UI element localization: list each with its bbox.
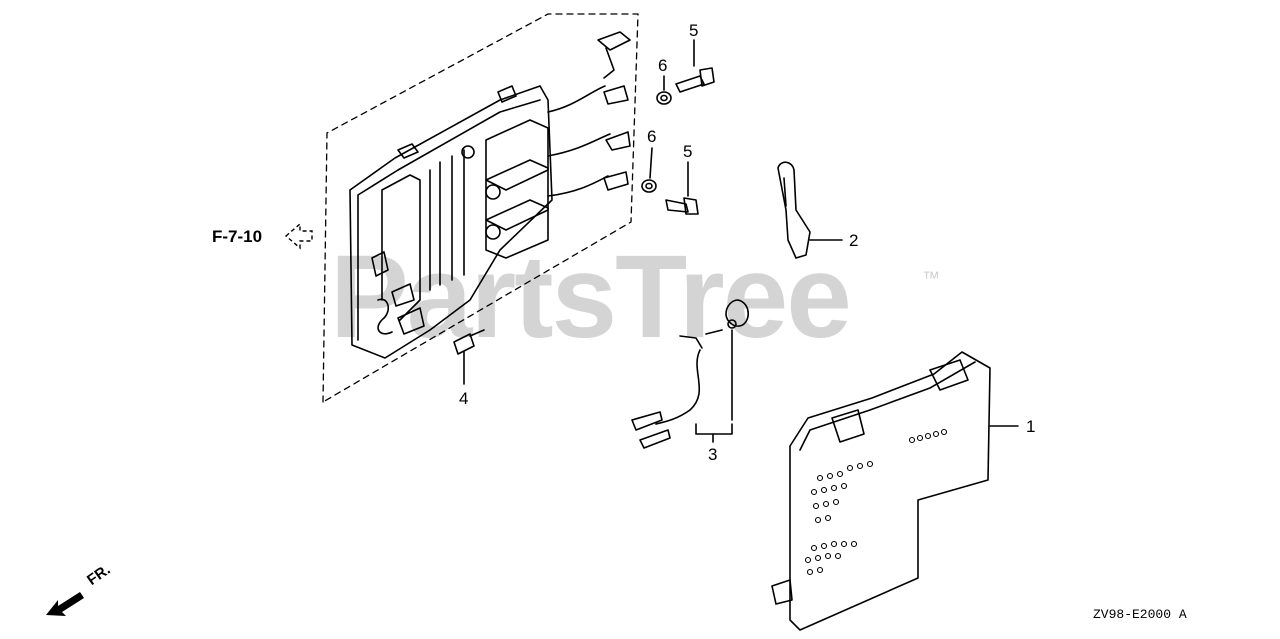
washer-6-upper <box>656 91 672 105</box>
bolt-4 <box>453 329 485 355</box>
bolt-5-upper <box>675 67 715 93</box>
callout-6-upper: 6 <box>658 56 668 75</box>
assembly-dashed-boundary <box>322 13 639 403</box>
leader-3 <box>695 423 733 435</box>
clip-part <box>777 161 811 259</box>
leader-6-lower <box>649 147 653 179</box>
callout-6-lower: 6 <box>647 127 657 146</box>
ignition-coil-assembly <box>349 85 553 359</box>
wire-harness-part <box>631 299 750 449</box>
spark-plug-leads <box>547 31 631 197</box>
washer-6-lower <box>641 179 657 193</box>
reference-label: F-7-10 <box>212 227 263 246</box>
front-direction-arrow-icon <box>46 592 84 616</box>
drawing-code: ZV98-E2000 A <box>1093 607 1187 622</box>
callout-1: 1 <box>1026 417 1036 436</box>
callout-5-upper: 5 <box>689 21 699 40</box>
watermark-text: PartsTree <box>330 231 852 363</box>
callout-4: 4 <box>459 389 469 408</box>
cover-part <box>771 351 991 631</box>
callout-2: 2 <box>849 231 859 250</box>
callout-3: 3 <box>708 445 718 464</box>
callout-5-lower: 5 <box>683 142 693 161</box>
trademark-symbol: ™ <box>922 268 940 288</box>
bolt-5-lower <box>665 197 699 215</box>
reference-arrow-icon <box>284 222 313 250</box>
